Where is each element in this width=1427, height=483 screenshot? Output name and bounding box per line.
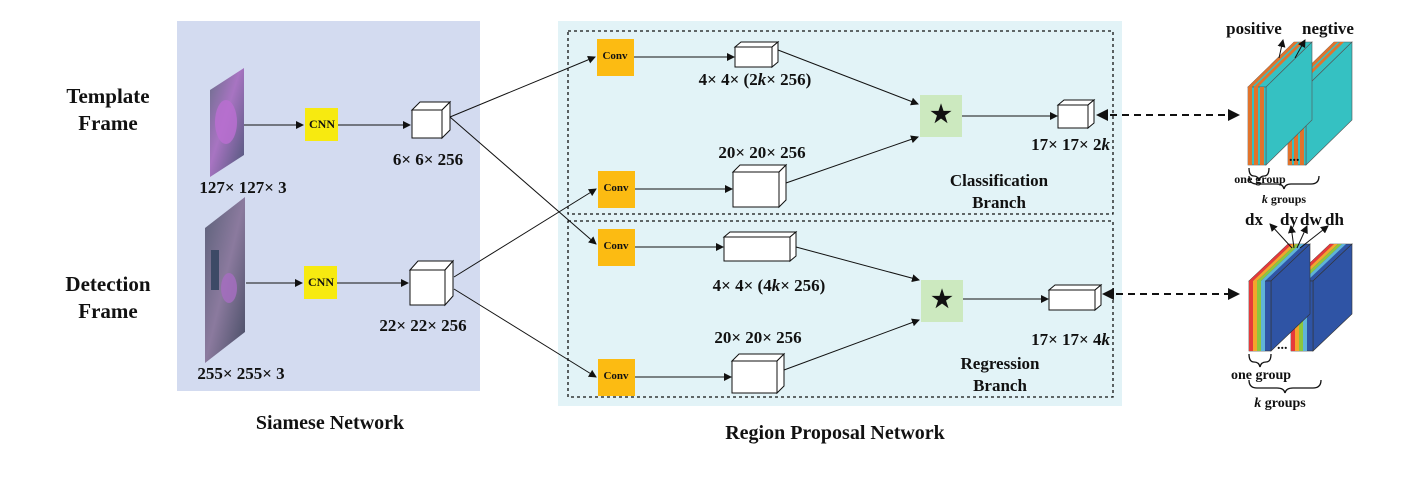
reg-output-size-label: 17× 17× 4k: [1031, 330, 1110, 349]
template-cnn-box: [305, 108, 338, 141]
template-size-label: 127× 127× 3: [199, 178, 287, 197]
regression-branch-border: [567, 220, 1114, 398]
dh-label: dh: [1325, 210, 1344, 229]
reg-search-conv-box: [598, 359, 635, 396]
cls-search-feature-size-label: 20× 20× 256: [718, 143, 806, 162]
template-feature-to-reg-conv-arrow: [449, 116, 597, 245]
detection-feature-to-reg-conv-arrow: [453, 288, 597, 378]
detection-feature-size-label: 22× 22× 256: [379, 316, 467, 335]
reg-template-kernel-cuboid: [722, 230, 798, 263]
cls-search-feature-cuboid: [731, 163, 788, 209]
cls-template-kernel-cuboid: [733, 40, 780, 69]
template-frame-image: [210, 68, 244, 177]
cls-feature-to-correlation-arrow: [785, 135, 919, 184]
cls-ellipsis: ...: [1289, 150, 1300, 165]
reg-correlation-star-icon: ★: [931, 287, 953, 313]
template-feature-size-label: 6× 6× 256: [392, 150, 464, 169]
rpn-title: Region Proposal Network: [725, 422, 945, 444]
detection-cnn-box: [304, 266, 337, 299]
cls-channel-stack: [1247, 39, 1353, 190]
cls-template-kernel-size-label: 4× 4× (2k× 256): [698, 70, 812, 89]
reg-template-kernel-size-label: 4× 4× (4k× 256): [712, 276, 826, 295]
cls-template-conv-label: Conv: [602, 50, 628, 62]
detection-frame-image: [205, 197, 245, 363]
detection-size-label: 255× 255× 3: [197, 364, 285, 383]
dy-label: dy: [1280, 210, 1298, 229]
reg-channel-stack: [1248, 223, 1353, 394]
reg-k-groups-label: k groups: [1254, 396, 1306, 411]
reg-search-feature-size-label: 20× 20× 256: [714, 328, 802, 347]
template-feature-cube: [410, 100, 452, 140]
template-feature-to-cls-conv-arrow: [449, 55, 596, 118]
cls-correlation-box: [920, 95, 962, 137]
classification-branch-border: [567, 30, 1114, 215]
cls-k-groups-label: k groups: [1261, 192, 1307, 206]
cls-search-conv-label: Conv: [603, 182, 629, 194]
reg-template-conv-label: Conv: [603, 240, 629, 252]
detection-feature-to-cls-conv-arrow: [453, 188, 597, 278]
reg-search-feature-cuboid: [730, 352, 786, 395]
siamese-network-title: Siamese Network: [255, 412, 405, 434]
dx-label: dx: [1245, 210, 1263, 229]
cls-template-conv-box: [597, 39, 634, 76]
reg-kernel-to-correlation-arrow: [795, 246, 920, 283]
negtive-label: negtive: [1302, 19, 1354, 38]
reg-output-cuboid: [1047, 283, 1103, 312]
reg-one-group-label: one group: [1230, 368, 1292, 383]
cls-search-conv-box: [598, 171, 635, 208]
cls-kernel-to-correlation-arrow: [777, 49, 919, 106]
reg-template-conv-box: [598, 229, 635, 266]
dw-label: dw: [1300, 210, 1322, 229]
detection-cnn-label: CNN: [308, 275, 334, 289]
cls-one-group-label: one group: [1234, 172, 1286, 186]
reg-feature-to-correlation-arrow: [783, 318, 920, 371]
cls-output-cuboid: [1056, 98, 1096, 130]
detection-feature-cube: [408, 259, 455, 307]
reg-search-conv-label: Conv: [603, 370, 629, 382]
template-cnn-label: CNN: [309, 117, 335, 131]
reg-ellipsis: ...: [1277, 338, 1288, 353]
cls-output-size-label: 17× 17× 2k: [1031, 135, 1110, 154]
positive-label: positive: [1226, 19, 1282, 38]
cls-correlation-star-icon: ★: [930, 102, 952, 128]
reg-correlation-box: [921, 280, 963, 322]
